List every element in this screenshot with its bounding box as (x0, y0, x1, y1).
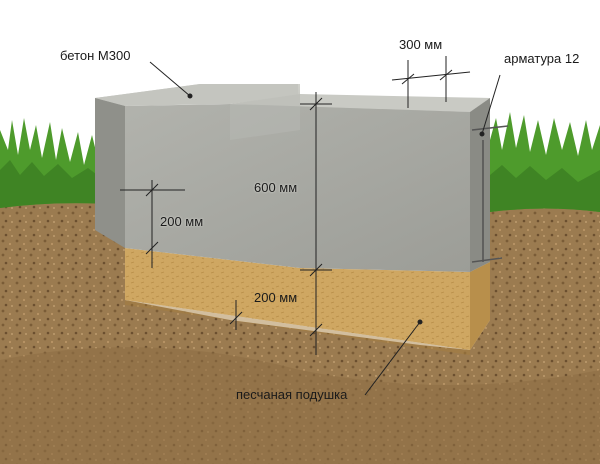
rebar-label: арматура 12 (504, 51, 580, 66)
rebar (471, 125, 509, 263)
depth-above-sand-label: 200 мм (160, 214, 204, 229)
sand-height-label: 200 мм (254, 290, 298, 305)
width-dimension-label: 300 мм (399, 37, 443, 52)
leader-lines (149, 61, 501, 396)
sand-cushion (125, 248, 490, 355)
concrete-grade-label: бетон М300 (60, 48, 131, 63)
concrete-foundation (95, 84, 490, 272)
total-height-label: 600 мм (254, 180, 298, 195)
dimension-lines (120, 56, 471, 355)
sand-cushion-label: песчаная подушка (236, 387, 348, 402)
grass-right (490, 112, 600, 212)
grass-left (0, 118, 125, 208)
